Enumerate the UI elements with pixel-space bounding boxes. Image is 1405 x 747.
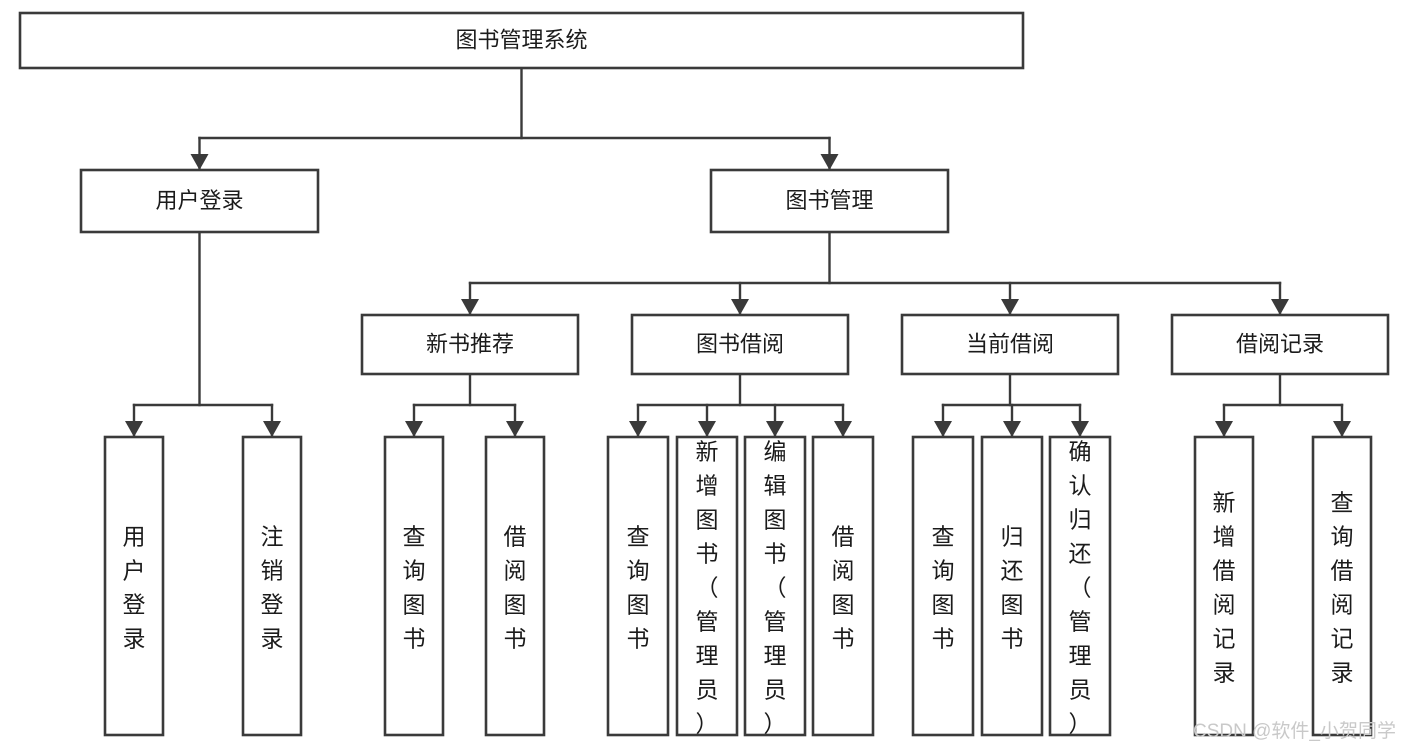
node-label-leaf-return-book: 归还图书	[1001, 524, 1024, 652]
node-book-borrow[interactable]: 图书借阅	[630, 313, 850, 376]
connector-layer	[125, 66, 1351, 438]
node-leaf-borrow-book[interactable]: 借阅图书	[811, 435, 875, 737]
arrow-head-icon	[1001, 299, 1019, 315]
node-label-book-management: 图书管理	[785, 188, 873, 213]
node-box-leaf-borrow-book-recommend	[484, 435, 546, 737]
arrow-head-icon	[1003, 421, 1021, 437]
node-leaf-query-book-recommend[interactable]: 查询图书	[383, 435, 445, 737]
node-box-new-book-recommend	[360, 313, 580, 376]
node-leaf-add-book-admin[interactable]: 新增图书（管理员）	[675, 435, 739, 737]
node-box-book-management	[709, 168, 950, 234]
node-label-leaf-query-book-current: 查询图书	[932, 524, 955, 652]
node-label-leaf-borrow-book-recommend: 借阅图书	[504, 524, 527, 652]
node-current-borrow[interactable]: 当前借阅	[900, 313, 1120, 376]
node-label-book-borrow: 图书借阅	[696, 331, 784, 356]
node-box-current-borrow	[900, 313, 1120, 376]
node-box-leaf-logout-login	[241, 435, 303, 737]
arrow-head-icon	[1071, 421, 1089, 437]
node-label-leaf-add-book-admin: 新增图书（管理员）	[696, 439, 719, 737]
arrow-head-icon	[834, 421, 852, 437]
node-box-leaf-query-book-recommend	[383, 435, 445, 737]
node-box-leaf-edit-book-admin	[743, 435, 807, 737]
node-label-leaf-confirm-return-admin: 确认归还（管理员）	[1069, 439, 1092, 737]
arrow-head-icon	[263, 421, 281, 437]
node-leaf-edit-book-admin[interactable]: 编辑图书（管理员）	[743, 435, 807, 737]
node-root[interactable]: 图书管理系统	[18, 11, 1025, 70]
arrow-head-icon	[190, 154, 209, 170]
node-box-leaf-return-book	[980, 435, 1044, 737]
node-box-borrow-record	[1170, 313, 1390, 376]
arrow-head-icon	[934, 421, 952, 437]
node-box-leaf-borrow-book	[811, 435, 875, 737]
node-label-leaf-query-borrow-record: 查询借阅记录	[1331, 490, 1354, 686]
node-borrow-record[interactable]: 借阅记录	[1170, 313, 1390, 376]
arrow-head-icon	[731, 299, 749, 315]
node-new-book-recommend[interactable]: 新书推荐	[360, 313, 580, 376]
arrow-head-icon	[125, 421, 143, 437]
node-label-root: 图书管理系统	[455, 27, 587, 52]
node-label-leaf-add-borrow-record: 新增借阅记录	[1213, 490, 1236, 686]
node-label-new-book-recommend: 新书推荐	[426, 331, 514, 356]
arrow-head-icon	[698, 421, 716, 437]
node-label-leaf-query-book-recommend: 查询图书	[403, 524, 426, 652]
arrow-head-icon	[405, 421, 423, 437]
node-box-user-login	[79, 168, 320, 234]
node-box-leaf-add-borrow-record	[1193, 435, 1255, 737]
node-user-login[interactable]: 用户登录	[79, 168, 320, 234]
arrow-head-icon	[820, 154, 839, 170]
arrow-head-icon	[1271, 299, 1289, 315]
node-leaf-borrow-book-recommend[interactable]: 借阅图书	[484, 435, 546, 737]
arrow-head-icon	[766, 421, 784, 437]
node-box-leaf-add-book-admin	[675, 435, 739, 737]
node-box-leaf-query-book-borrow	[606, 435, 670, 737]
node-box-leaf-user-login	[103, 435, 165, 737]
node-leaf-add-borrow-record[interactable]: 新增借阅记录	[1193, 435, 1255, 737]
node-book-management[interactable]: 图书管理	[709, 168, 950, 234]
arrow-head-icon	[461, 299, 479, 315]
arrow-head-icon	[629, 421, 647, 437]
node-label-borrow-record: 借阅记录	[1236, 331, 1324, 356]
node-label-current-borrow: 当前借阅	[966, 331, 1054, 356]
node-box-root	[18, 11, 1025, 70]
node-leaf-user-login[interactable]: 用户登录	[103, 435, 165, 737]
node-leaf-query-book-borrow[interactable]: 查询图书	[606, 435, 670, 737]
node-box-leaf-confirm-return-admin	[1048, 435, 1112, 737]
node-leaf-query-borrow-record[interactable]: 查询借阅记录	[1311, 435, 1373, 737]
arrow-head-icon	[506, 421, 524, 437]
node-label-leaf-edit-book-admin: 编辑图书（管理员）	[764, 439, 787, 737]
node-label-leaf-user-login: 用户登录	[123, 524, 146, 652]
node-box-leaf-query-book-current	[911, 435, 975, 737]
node-leaf-query-book-current[interactable]: 查询图书	[911, 435, 975, 737]
node-layer: 图书管理系统用户登录图书管理新书推荐图书借阅当前借阅借阅记录用户登录注销登录查询…	[18, 11, 1390, 737]
node-leaf-return-book[interactable]: 归还图书	[980, 435, 1044, 737]
node-leaf-logout-login[interactable]: 注销登录	[241, 435, 303, 737]
node-box-leaf-query-borrow-record	[1311, 435, 1373, 737]
node-label-user-login: 用户登录	[155, 188, 243, 213]
arrow-head-icon	[1333, 421, 1351, 437]
arrow-head-icon	[1215, 421, 1233, 437]
node-label-leaf-borrow-book: 借阅图书	[832, 524, 855, 652]
node-leaf-confirm-return-admin[interactable]: 确认归还（管理员）	[1048, 435, 1112, 737]
csdn-watermark: CSDN @软件_小贺同学	[1193, 720, 1396, 742]
node-label-leaf-query-book-borrow: 查询图书	[627, 524, 650, 652]
node-box-book-borrow	[630, 313, 850, 376]
node-label-leaf-logout-login: 注销登录	[261, 524, 284, 652]
